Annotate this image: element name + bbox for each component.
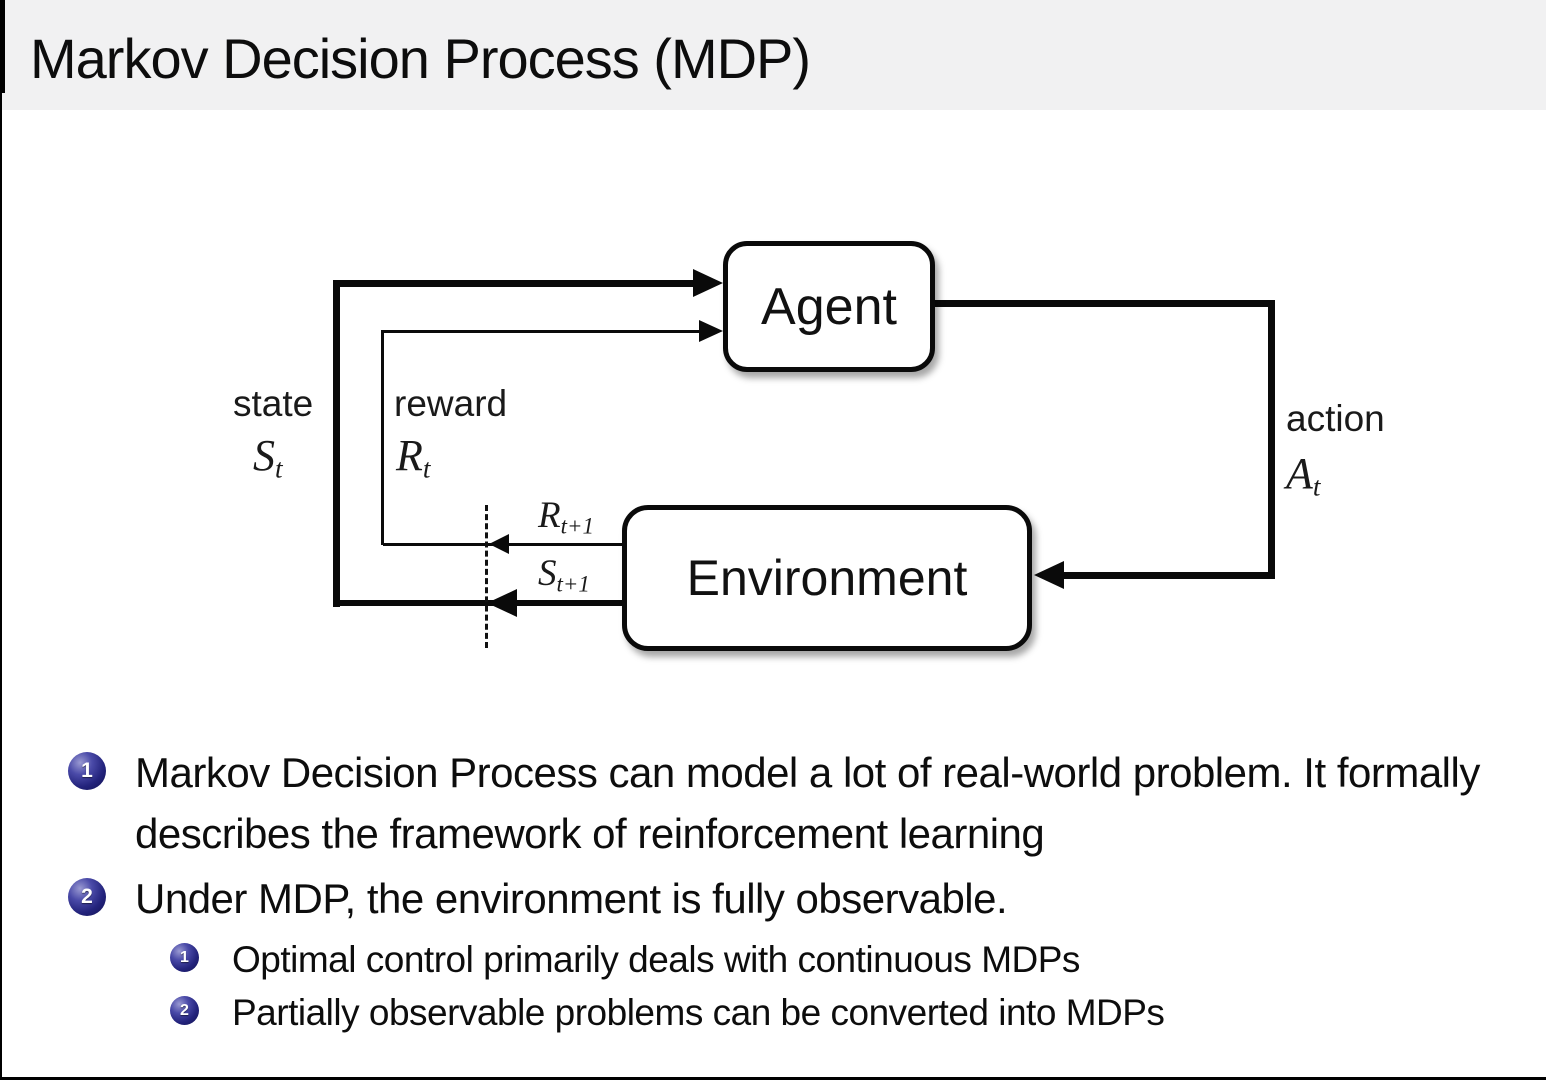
- enum-ball-2: 2: [68, 878, 106, 916]
- environment-node: Environment: [622, 505, 1032, 651]
- action-symbol: At: [1286, 449, 1321, 502]
- agent-node: Agent: [723, 241, 935, 372]
- environment-label: Environment: [686, 550, 968, 606]
- sub-bullet-item-2: 2 Partially observable problems can be c…: [170, 987, 1510, 1039]
- next-state-arrowhead-icon: [487, 589, 517, 617]
- reward-symbol: Rt: [396, 431, 431, 484]
- action-line-from-agent: [935, 300, 1275, 307]
- state-line-to-agent: [333, 280, 711, 287]
- page-title: Markov Decision Process (MDP): [30, 26, 811, 90]
- bullet-text-2: Under MDP, the environment is fully obse…: [135, 875, 1008, 922]
- sub-bullet-text-1: Optimal control primarily deals with con…: [232, 939, 1080, 980]
- enum-ball-1: 1: [68, 752, 106, 790]
- slide-border-bottom: [0, 1077, 1546, 1080]
- state-arrowhead-icon: [693, 269, 723, 297]
- action-line-vertical: [1268, 300, 1275, 579]
- sub-bullet-text-2: Partially observable problems can be con…: [232, 992, 1165, 1033]
- time-step-dashed-line: [485, 505, 488, 648]
- bullet-text-1: Markov Decision Process can model a lot …: [135, 749, 1480, 857]
- slide-header: Markov Decision Process (MDP): [0, 0, 1546, 110]
- reward-line-vertical: [381, 330, 384, 545]
- bullet-item-1: 1 Markov Decision Process can model a lo…: [68, 742, 1523, 864]
- enum-ball-sub-2: 2: [170, 996, 199, 1025]
- sub-bullet-item-1: 1 Optimal control primarily deals with c…: [170, 934, 1510, 986]
- next-reward-symbol: Rt+1: [538, 495, 594, 539]
- next-state-symbol: St+1: [538, 553, 590, 597]
- state-line-vertical: [333, 280, 340, 607]
- reward-label: reward: [394, 383, 508, 424]
- action-arrowhead-icon: [1034, 561, 1064, 589]
- mdp-diagram: Agent Environment state St reward Rt act…: [0, 110, 1546, 710]
- slide-border-left: [0, 0, 2, 1080]
- next-state-line: [333, 600, 627, 606]
- next-reward-arrowhead-icon: [489, 534, 509, 554]
- reward-line-to-agent: [381, 330, 711, 333]
- enum-ball-sub-1: 1: [170, 943, 199, 972]
- bullet-item-2: 2 Under MDP, the environment is fully ob…: [68, 868, 1523, 929]
- state-symbol: St: [253, 431, 283, 484]
- action-line-to-environment: [1060, 572, 1275, 579]
- state-label: state: [233, 383, 314, 424]
- agent-label: Agent: [761, 277, 897, 336]
- action-label: action: [1286, 398, 1385, 439]
- slide-border-top-left-mark: [0, 0, 5, 93]
- reward-arrowhead-icon: [699, 320, 723, 342]
